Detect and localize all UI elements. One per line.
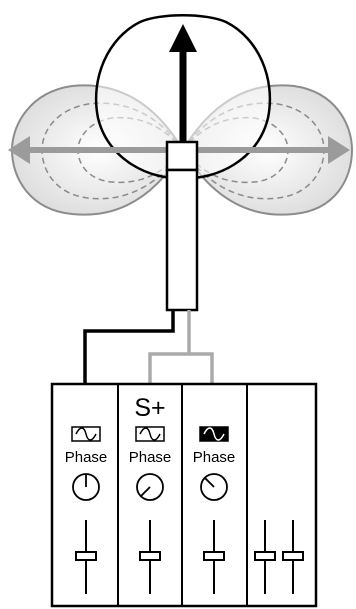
microphone-body: [165, 168, 199, 312]
channel-3-sine-wave-icon: [203, 427, 225, 441]
cable-mid: [83, 310, 175, 384]
channel-2-knob-pointer: [140, 486, 151, 497]
channel-1-sine-wave-icon: [75, 427, 97, 441]
channel-2-phase-label: Phase: [129, 449, 172, 466]
channel-2-heading: S+: [134, 394, 165, 422]
channel-3-fader-handle[interactable]: [203, 551, 225, 561]
channel-4-fader-left-handle[interactable]: [254, 551, 276, 561]
channel-2-fader-handle[interactable]: [139, 551, 161, 561]
channel-1-phase-label: Phase: [65, 449, 108, 466]
channel-2-sine-wave-icon: [139, 427, 161, 441]
mixer-channels: Phase S+ Phase Phase: [65, 394, 304, 594]
cable-side: [148, 310, 191, 384]
channel-1-fader-handle[interactable]: [75, 551, 97, 561]
cable-side-split: [189, 352, 214, 384]
side-arrow-left-head: [8, 136, 30, 164]
channel-3-phase-label: Phase: [193, 449, 236, 466]
mid-arrow-head: [169, 24, 197, 52]
microphone-capsule: [165, 140, 199, 172]
side-arrow-right-head: [328, 136, 350, 164]
channel-4-fader-right-handle[interactable]: [282, 551, 304, 561]
channel-3-knob-pointer: [204, 477, 215, 488]
